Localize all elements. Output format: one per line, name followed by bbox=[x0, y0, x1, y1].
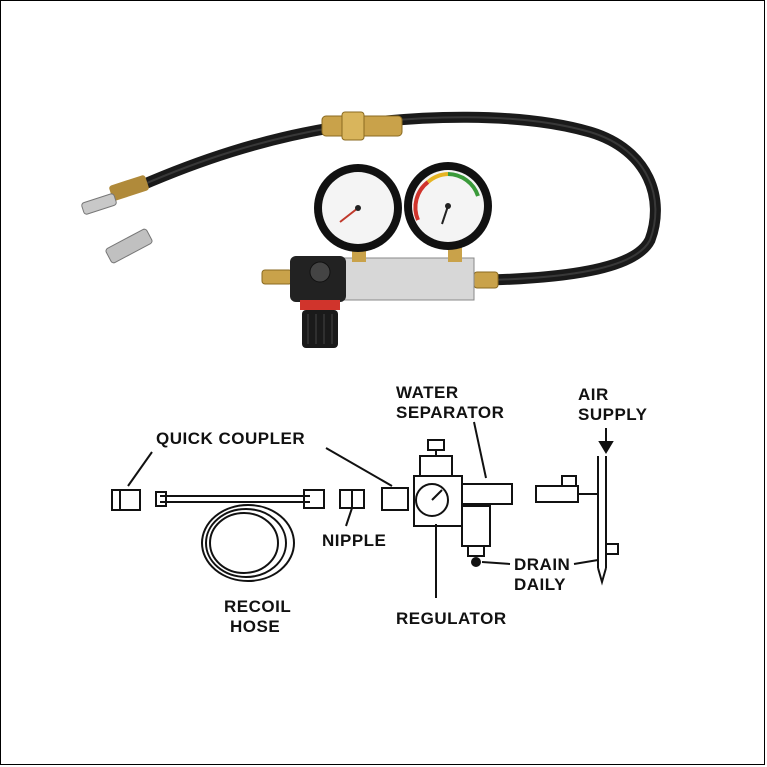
leakage-gauge bbox=[404, 162, 492, 250]
label-air-supply-line1: AIR bbox=[578, 385, 609, 404]
hose-end-fitting bbox=[109, 175, 149, 201]
regulator-unit bbox=[261, 256, 346, 348]
label-recoil-hose-line2: HOSE bbox=[230, 617, 280, 636]
label-quick-coupler: QUICK COUPLER bbox=[156, 429, 305, 448]
label-drain-daily-line2: DAILY bbox=[514, 575, 566, 594]
label-recoil-hose-line1: RECOIL bbox=[224, 597, 291, 616]
label-water-separator-line2: SEPARATOR bbox=[396, 403, 504, 422]
manifold-block bbox=[343, 257, 475, 301]
label-regulator: REGULATOR bbox=[396, 609, 507, 628]
coupler-part bbox=[381, 487, 409, 511]
pressure-gauge bbox=[314, 164, 402, 252]
tester-kit-photo bbox=[81, 111, 661, 348]
quick-coupler-part bbox=[111, 489, 141, 511]
regulator-separator-part bbox=[413, 439, 513, 567]
recoil-hose-part bbox=[155, 489, 325, 582]
label-water-separator-line1: WATER bbox=[396, 383, 459, 402]
label-air-supply-line2: SUPPLY bbox=[578, 405, 648, 424]
label-drain-daily-line1: DRAIN bbox=[514, 555, 570, 574]
regulator-gauge-part bbox=[415, 483, 449, 517]
air-supply-part bbox=[535, 456, 619, 586]
spark-plug-adapter bbox=[105, 228, 153, 264]
label-nipple: NIPPLE bbox=[322, 531, 386, 550]
setup-diagram bbox=[111, 421, 619, 598]
